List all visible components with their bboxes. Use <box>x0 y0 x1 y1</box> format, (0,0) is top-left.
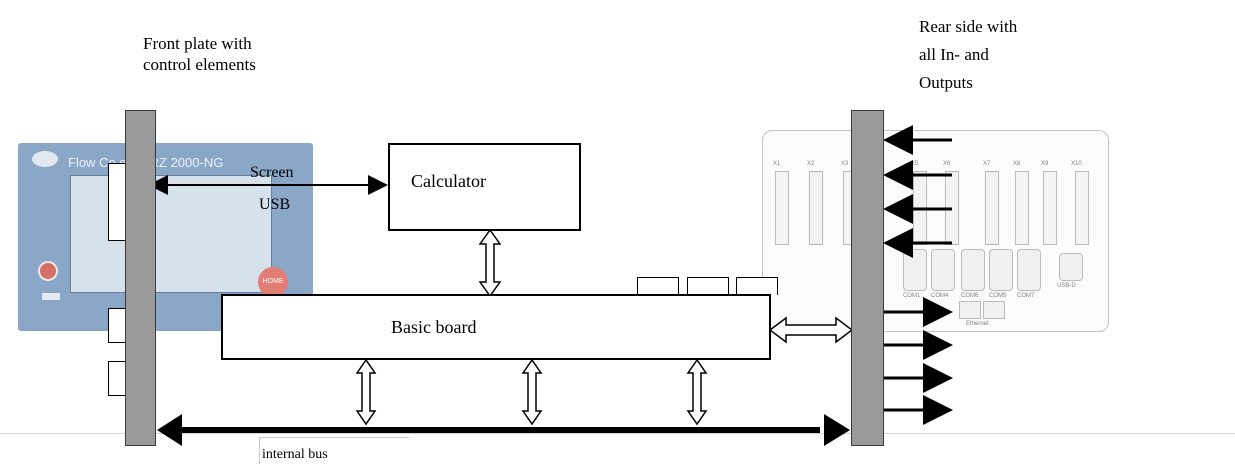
board-connector <box>637 277 679 295</box>
ethernet-label: Ethernet <box>966 321 989 327</box>
board-bus-arrow <box>686 358 708 426</box>
home-button: HOME <box>258 267 288 297</box>
serial-port <box>1017 249 1041 291</box>
port-label: COM4 <box>931 293 949 299</box>
terminal-label: X9 <box>1041 161 1049 167</box>
terminal-block <box>1043 171 1057 245</box>
board-bus-arrow <box>355 358 377 426</box>
rear-side-label: Rear side with all In- and Outputs <box>919 17 1018 92</box>
calculator-label: Calculator <box>411 171 486 191</box>
terminal-block <box>775 171 789 245</box>
terminal-block <box>1075 171 1089 245</box>
ethernet-jack <box>959 301 981 319</box>
terminal-label: X5 <box>911 161 919 167</box>
board-connector <box>736 277 778 295</box>
front-plate-label: Front plate with control elements <box>143 34 256 74</box>
rear-plate <box>851 110 884 446</box>
terminal-label: X3 <box>841 161 849 167</box>
serial-port <box>989 249 1013 291</box>
ethernet-jack <box>983 301 1005 319</box>
usb-device-label: USB-D <box>1057 283 1076 289</box>
front-screen-connector <box>108 163 126 241</box>
terminal-label: X2 <box>807 161 815 167</box>
front-plate <box>125 110 156 446</box>
serial-port <box>931 249 955 291</box>
basic-board-label: Basic board <box>391 317 477 337</box>
internal-bus-label: internal bus <box>262 447 328 462</box>
port-label: COM1 <box>903 293 921 299</box>
usb-device-port <box>1059 253 1083 281</box>
baseline-divider <box>0 433 1235 434</box>
usb-port-icon <box>42 293 60 300</box>
screen-label: Screen <box>250 164 294 181</box>
terminal-block <box>1015 171 1029 245</box>
terminal-label: X7 <box>983 161 991 167</box>
terminal-label: X6 <box>943 161 951 167</box>
terminal-block <box>985 171 999 245</box>
port-label: COM6 <box>961 293 979 299</box>
board-connector <box>687 277 729 295</box>
front-connector <box>108 308 126 343</box>
terminal-label: X10 <box>1071 161 1082 167</box>
bus-arrowhead-right <box>824 414 850 446</box>
port-label: COM5 <box>989 293 1007 299</box>
calculator-box: Calculator <box>388 143 581 231</box>
bus-arrowhead-left <box>157 414 182 446</box>
terminal-label: X1 <box>773 161 781 167</box>
internal-bus-caption-box: internal bus <box>259 437 409 464</box>
brand-logo-icon <box>32 151 58 167</box>
port-label: COM7 <box>1017 293 1035 299</box>
usb-label: USB <box>259 196 291 213</box>
rear-panel-image: X1 X2 X3 X5 X6 X7 X8 X9 X10 COM1 COM4 CO… <box>762 130 1109 332</box>
front-connector <box>108 361 126 396</box>
board-rear-arrow <box>768 316 854 344</box>
serial-port <box>961 249 985 291</box>
calculator-board-arrow <box>478 228 502 298</box>
terminal-label: X8 <box>1013 161 1021 167</box>
basic-board-box: Basic board <box>221 294 771 360</box>
terminal-block <box>809 171 823 245</box>
board-bus-arrow <box>521 358 543 426</box>
rotary-knob-icon <box>38 261 58 281</box>
